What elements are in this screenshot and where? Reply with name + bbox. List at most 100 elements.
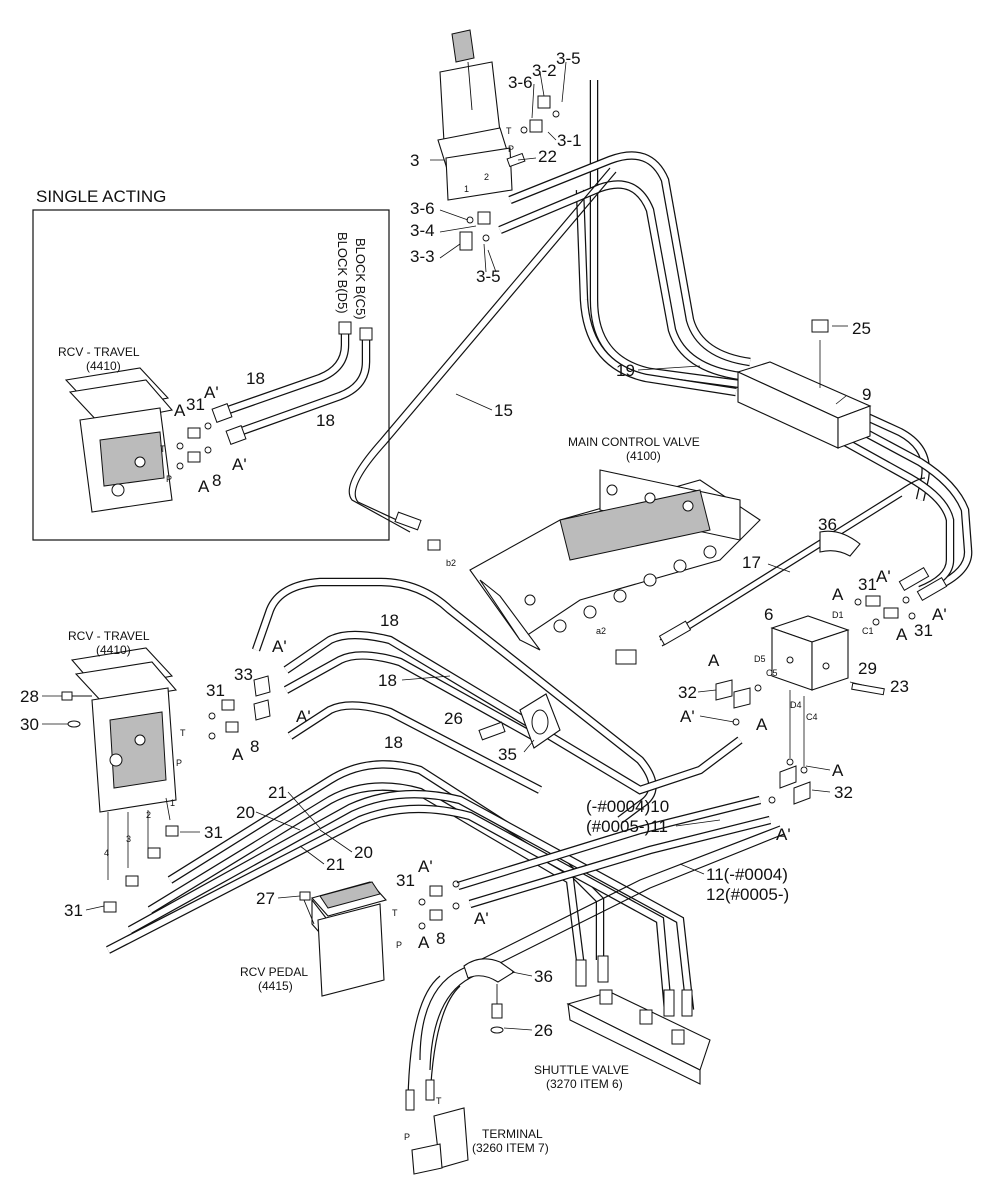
callout-32a: 32 (678, 683, 697, 702)
inset-port-Ap2: A' (232, 455, 247, 474)
callout-21b: 21 (326, 855, 345, 874)
callout-23: 23 (890, 677, 909, 696)
callout-11: (#0005-)11 (586, 817, 668, 836)
callout-31-pedal: 31 (396, 871, 415, 890)
port-D5: D5 (754, 654, 766, 664)
callout-9: 9 (862, 385, 871, 404)
port-A-pedal: A (418, 933, 430, 952)
port-Ap-rcv1: A' (272, 637, 287, 656)
callout-32b: 32 (834, 783, 853, 802)
joystick-port-2: 2 (484, 172, 489, 182)
shuttle-name: SHUTTLE VALVE (534, 1063, 629, 1077)
callout-31b: 31 (914, 621, 933, 640)
inset-port-Ap1: A' (204, 383, 219, 402)
port-A-b1: A (832, 761, 844, 780)
inset-hose-fittings (211, 321, 373, 445)
callout-26: 26 (444, 709, 463, 728)
callout-35: 35 (498, 745, 517, 764)
rcv-port-3: 3 (126, 834, 131, 844)
inset-callout-8: 8 (212, 471, 221, 490)
callout-36: 36 (818, 515, 837, 534)
terminal-name: TERMINAL (482, 1127, 543, 1141)
terminal-code: (3260 ITEM 7) (472, 1141, 549, 1155)
callout-28: 28 (20, 687, 39, 706)
callout-31e: 31 (64, 901, 83, 920)
callout-31d: 31 (204, 823, 223, 842)
port-A-r2: A (896, 625, 908, 644)
inset-title: SINGLE ACTING (36, 187, 166, 206)
callout-18c: 18 (384, 733, 403, 752)
port-A-r1: A (832, 585, 844, 604)
rcv-fittings (103, 675, 271, 913)
callout-29: 29 (858, 659, 877, 678)
rcv-port-1: 1 (170, 798, 175, 808)
port-C5: C5 (766, 668, 778, 678)
terminal (405, 1079, 469, 1175)
bolt-28 (61, 691, 92, 728)
callout-3: 3 (410, 151, 419, 170)
callout-27: 27 (256, 889, 275, 908)
rcv-name: RCV - TRAVEL (68, 629, 150, 643)
joystick-port-P: P (508, 144, 514, 154)
port-A-l1: A (708, 651, 720, 670)
callout-21a: 21 (268, 783, 287, 802)
callout-3-4: 3-4 (410, 221, 435, 240)
inset-callout-18b: 18 (316, 411, 335, 430)
callout-12: 12(#0005-) (706, 885, 789, 904)
callout-3-3: 3-3 (410, 247, 435, 266)
callout-3-5: 3-5 (556, 49, 581, 68)
callout-3-1: 3-1 (557, 131, 582, 150)
single-acting-inset: SINGLE ACTING BLOCK B(D5) BLOCK B(C5) RC… (32, 187, 390, 541)
callout-20b: 20 (354, 843, 373, 862)
shuttle-code: (3270 ITEM 6) (546, 1077, 623, 1091)
inset-fittings-31-8 (176, 422, 212, 470)
inset-port-T: T (160, 444, 166, 454)
port-Ap-r1: A' (876, 567, 891, 586)
clamp-35 (478, 693, 561, 749)
port-Ap-l1: A' (680, 707, 695, 726)
rcv-travel-valve (70, 647, 178, 813)
fittings-32-bottom (768, 758, 811, 805)
joystick-port-1: 1 (464, 184, 469, 194)
callout-19: 19 (616, 361, 635, 380)
callout-10: (-#0004)10 (586, 797, 669, 816)
callout-3-6b: 3-6 (410, 199, 435, 218)
pedal-fittings (418, 880, 460, 930)
callout-30: 30 (20, 715, 39, 734)
hoses-10-11-12 (407, 795, 785, 1101)
inset-rcv-code: (4410) (86, 359, 121, 373)
callout-22: 22 (538, 147, 557, 166)
inset-port-A: A (174, 401, 186, 420)
inset-port-P: P (166, 474, 172, 484)
rcv-port-T: T (180, 728, 186, 738)
mcv-port-a2: a2 (596, 626, 606, 636)
callout-25: 25 (852, 319, 871, 338)
joystick-port-T: T (506, 126, 512, 136)
port-Ap-pedal1: A' (418, 857, 433, 876)
callout-15: 15 (494, 401, 513, 420)
pedal-name: RCV PEDAL (240, 965, 308, 979)
callout-8a: 8 (250, 737, 259, 756)
inset-callout-31: 31 (186, 395, 205, 414)
callout-3-6: 3-6 (508, 73, 533, 92)
port-C4: C4 (806, 712, 818, 722)
port-A-rcv: A (232, 745, 244, 764)
hoses-20-21 (106, 760, 695, 1011)
block-c5-label: BLOCK B(C5) (353, 238, 368, 320)
block-d5-label: BLOCK B(D5) (335, 232, 350, 314)
pedal-port-P: P (396, 940, 402, 950)
port-C1: C1 (862, 626, 874, 636)
rcv-port-2: 2 (146, 810, 151, 820)
shuttle-valve (566, 955, 711, 1085)
terminal-port-P: P (404, 1132, 410, 1142)
callout-20a: 20 (236, 803, 255, 822)
callout-11b: 11(-#0004) (706, 865, 788, 884)
main-control-valve (469, 469, 761, 665)
rcv-port-P: P (176, 758, 182, 768)
joystick-fittings (459, 95, 560, 251)
inset-rcv-travel-valve (64, 367, 174, 513)
hose-17 (658, 477, 926, 647)
callout-17: 17 (742, 553, 761, 572)
callout-33: 33 (234, 665, 253, 684)
